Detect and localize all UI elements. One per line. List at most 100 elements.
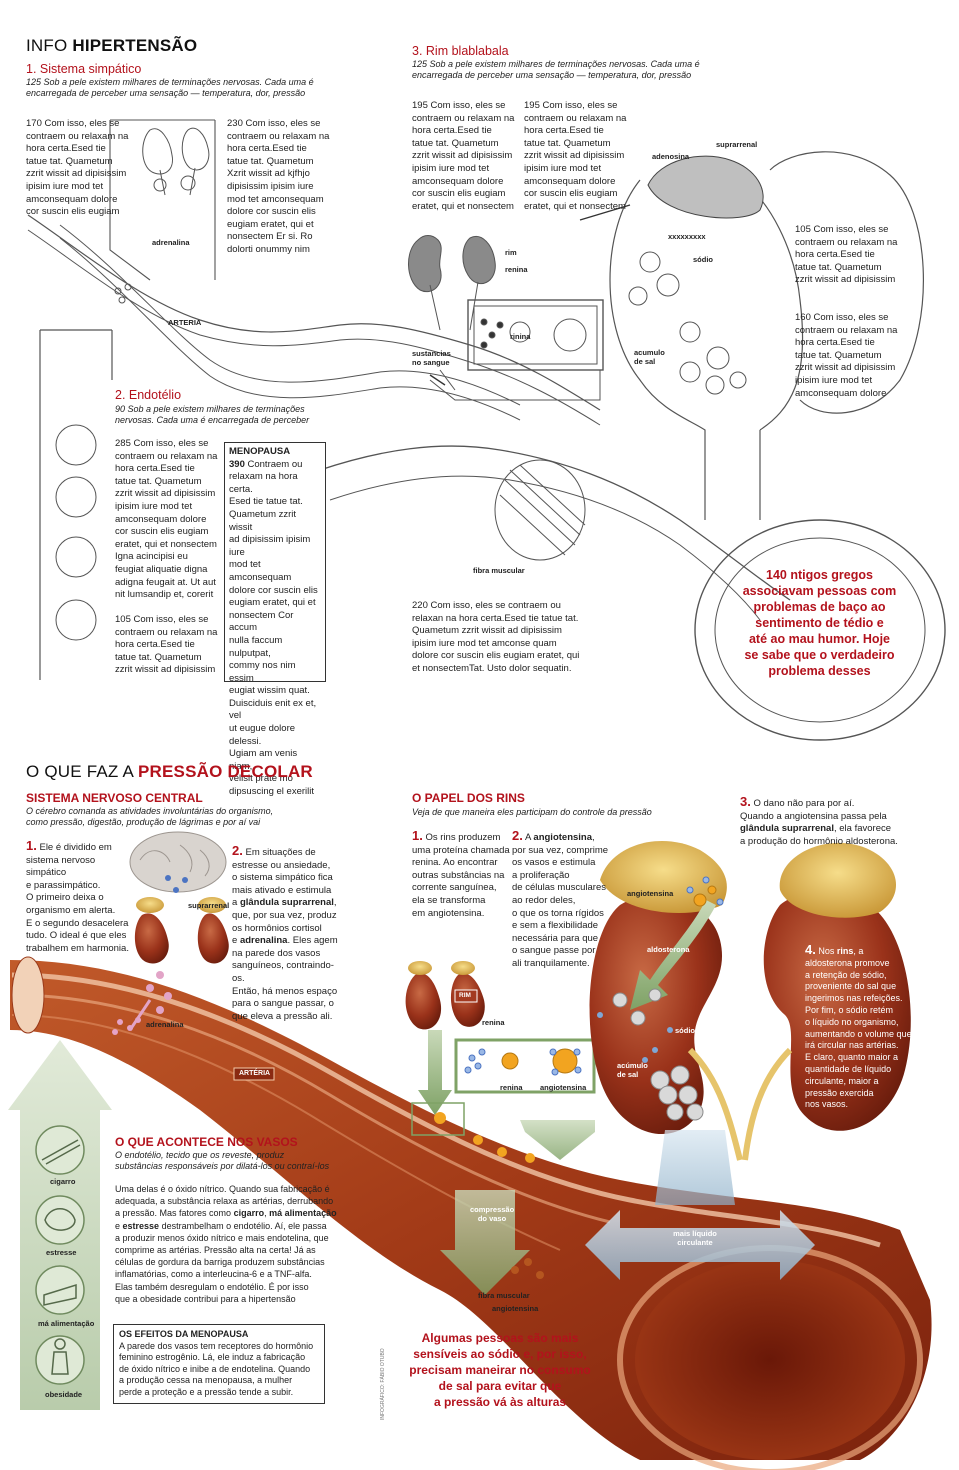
rins-step3-num: 3.: [740, 794, 751, 809]
vasos-title: O QUE ACONTECE NOS VASOS: [115, 1135, 298, 1149]
label-adrenalina-top: adrenalina: [152, 238, 190, 247]
label-angiotensina-box: angiotensina: [540, 1083, 587, 1092]
snc-step2-c: , que, por sua vez, produz os hormônios …: [232, 897, 337, 947]
sec1-col-a: 170 Com isso, eles se contraem ou relaxa…: [26, 118, 129, 218]
snc-step2-d: . Eles agem na parede dos vasos sanguíne…: [232, 935, 338, 1022]
snc-step2-num: 2.: [232, 843, 243, 858]
sec1-col-b: 230 Com isso, eles se contraem ou relaxa…: [227, 118, 330, 255]
rins-step3-b: glândula suprarrenal: [740, 823, 834, 835]
label-rinina: rinina: [510, 332, 531, 341]
estresse-icon: estresse: [46, 1248, 77, 1257]
rins-title: O PAPEL DOS RINS: [412, 791, 525, 805]
rins-step3: 3. O dano não para por aí. Quando a angi…: [740, 794, 950, 848]
quote-top: 140 ntigos gregos associavam pessoas com…: [727, 567, 912, 679]
rins-step3-c: , ela favorece a produção do hormônio al…: [740, 823, 898, 847]
snc-step1-num: 1.: [26, 838, 37, 853]
label-angiotensina-bottom: angiotensina: [492, 1304, 539, 1313]
menopausa-text: Contraem ou relaxam na hora certa. Esed …: [229, 458, 318, 798]
rins-step4: 4. Nos rins, a aldosterona promove a ret…: [805, 942, 913, 1111]
label-renina-rins: renina: [482, 1018, 505, 1027]
label-arteria-top: ARTERIA: [168, 318, 202, 327]
label-sodio-bottom: sódio: [675, 1026, 695, 1035]
sec2-col-a2: 105 Com isso, eles se contraem ou relaxa…: [115, 614, 218, 676]
sec3-intro: 125 Sob a pele existem milhares de termi…: [412, 59, 700, 80]
sec2-col-a: 285 Com isso, eles se contraem ou relaxa…: [115, 438, 218, 601]
rins-step2-b: angiotensina: [533, 832, 593, 843]
vasos-text: Uma delas é o óxido nítrico. Quando sua …: [115, 1183, 360, 1305]
sec3-col-a: 195 Com isso, eles se contraem ou relaxa…: [412, 100, 515, 212]
rins-step4-c: , a aldosterona promove a retenção de só…: [805, 946, 912, 1110]
rins-step1-text: Os rins produzem uma proteína chamada re…: [412, 832, 510, 919]
snc-step2-b2: adrenalina: [239, 935, 288, 947]
ma-alimentacao-icon: má alimentação: [38, 1319, 95, 1328]
obesidade-icon: obesidade: [45, 1390, 83, 1399]
sec3-col-e: 220 Com isso, eles se contraem ou relaxa…: [412, 600, 580, 674]
rins-step2-num: 2.: [512, 828, 523, 843]
rins-step2: 2. A angiotensina, por sua vez, comprime…: [512, 828, 612, 971]
sec3-col-d: 160 Com isso, eles se contraem ou relaxa…: [795, 312, 898, 399]
label-angiotensina-top: angiotensina: [627, 889, 674, 898]
label-suprarrenal-top: suprarrenal: [716, 140, 758, 149]
label-adrenalina-snc: adrenalina: [146, 1020, 184, 1029]
snc-step1-text: Ele é dividido em sistema nervoso simpát…: [26, 842, 129, 954]
quote-top-text: 140 ntigos gregos associavam pessoas com…: [742, 568, 897, 678]
rins-intro: Veja de que maneira eles participam do c…: [412, 807, 652, 817]
vasos-b1: cigarro: [233, 1208, 265, 1219]
quote-bottom-text: Algumas pessoas são mais sensíveis ao só…: [409, 1331, 591, 1409]
snc-step2-b1: glândula suprarrenal: [239, 897, 334, 909]
label-arteria-bottom: ARTÉRIA: [239, 1070, 271, 1077]
vasos-b3: estresse: [122, 1220, 160, 1231]
label-renina-top: renina: [505, 265, 528, 274]
title-bold: HIPERTENSÃO: [72, 36, 198, 55]
label-rim-top: rim: [505, 248, 517, 257]
label-fibra-top: fibra muscular: [473, 566, 525, 575]
quote-bottom: Algumas pessoas são mais sensíveis ao só…: [400, 1330, 600, 1410]
label-suprarrenal-snc: suprarrenal: [188, 901, 230, 910]
menopausa-box: MENOPAUSA 390 Contraem ou relaxam na hor…: [224, 442, 326, 797]
label-sustancias: sustancias no sangue: [412, 349, 451, 367]
menopausa-num: 390: [229, 458, 245, 470]
snc-title: SISTEMA NERVOSO CENTRAL: [26, 791, 203, 805]
vasos-text-d: destrambelham o endotélio. Aí, ele passa…: [115, 1220, 329, 1304]
rins-step4-a: Nos: [815, 946, 837, 956]
sec2-title: 2. Endotélio: [115, 388, 182, 402]
sec3-title: 3. Rim blablabala: [412, 44, 509, 58]
label-fibra-bottom: fibra muscular: [478, 1291, 530, 1300]
rins-step1-num: 1.: [412, 828, 423, 843]
label-xxx: xxxxxxxxx: [668, 232, 706, 241]
page-title: INFO HIPERTENSÃO: [26, 36, 197, 56]
sec3-col-c: 105 Com isso, eles se contraem ou relaxa…: [795, 224, 898, 286]
label-sodio-top: sódio: [693, 255, 713, 264]
label-acumulo-top: acumulo de sal: [634, 348, 665, 366]
rins-step3-a: O dano não para por aí. Quando a angiote…: [740, 798, 887, 822]
sec1-title: 1. Sistema simpático: [26, 62, 142, 76]
rins-step2-a: A: [522, 832, 534, 843]
sec3-col-b: 195 Com isso, eles se contraem ou relaxa…: [524, 100, 627, 212]
credit: INFOGRÁFICO: FÁBIO OTUBO: [380, 1348, 386, 1420]
label-renina-box: renina: [500, 1083, 523, 1092]
vasos-b2: má alimentação: [269, 1208, 337, 1219]
sec1-intro: 125 Sob a pele existem milhares de termi…: [26, 77, 314, 98]
snc-step2-a: Em situações de estresse ou ansiedade, o…: [232, 847, 333, 909]
meno-text: A parede dos vasos tem receptores do hor…: [119, 1340, 314, 1397]
label-rim-badge: RIM: [459, 992, 471, 999]
rins-step4-b: rins: [836, 946, 854, 956]
sketch-illustration: [27, 119, 946, 741]
vasos-text-c: e: [115, 1220, 121, 1231]
sec2-intro: 90 Sob a pele existem milhares de termin…: [115, 404, 310, 425]
snc-step1: 1. Ele é dividido em sistema nervoso sim…: [26, 838, 131, 955]
rins-step4-num: 4.: [805, 942, 816, 957]
vasos-text-a: Uma delas é o óxido nítrico. Quando sua …: [115, 1184, 334, 1219]
label-aldosterona: aldosterona: [647, 945, 690, 954]
label-adenosina: adenosina: [652, 152, 690, 161]
bottom-title: O QUE FAZ A PRESSÃO DECOLAR: [26, 762, 313, 782]
menopausa-effects-box: OS EFEITOS DA MENOPAUSA A parede dos vas…: [113, 1324, 325, 1404]
bottom-title-prefix: O QUE FAZ A: [26, 762, 138, 781]
rins-step2-c: , por sua vez, comprime os vasos e estim…: [512, 832, 609, 969]
title-prefix: INFO: [26, 36, 73, 55]
vasos-text-b: ,: [264, 1208, 270, 1219]
meno-title: OS EFEITOS DA MENOPAUSA: [119, 1329, 249, 1339]
bottom-title-bold: PRESSÃO DECOLAR: [138, 762, 313, 781]
snc-intro: O cérebro comanda as atividades involunt…: [26, 806, 274, 827]
